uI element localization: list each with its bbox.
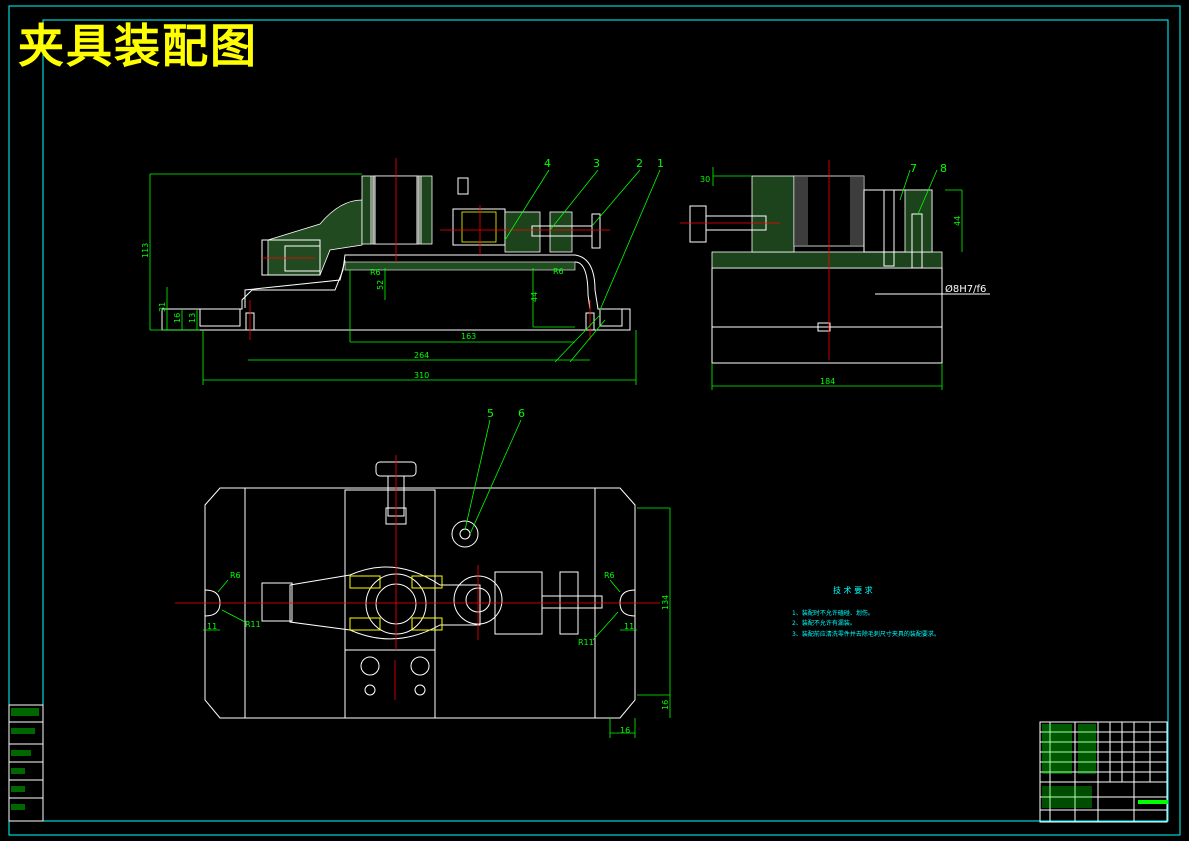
dim-r6-left: R6	[370, 268, 381, 277]
dim-top-16-vertical: 16	[661, 700, 670, 710]
dim-side-44: 44	[953, 216, 962, 226]
part-label-4: 4	[544, 157, 551, 170]
dim-52: 52	[376, 280, 385, 290]
part-label-5: 5	[487, 407, 494, 420]
tech-note-2: 2、装配不允许有漏装。	[792, 619, 856, 627]
dim-134: 134	[661, 595, 670, 610]
drawing-title: 夹具装配图	[18, 19, 258, 73]
tech-note-1: 1、装配时不允许磕碰、划伤。	[792, 609, 874, 617]
dim-top-16-horizontal: 16	[620, 726, 630, 735]
part-label-7: 7	[910, 162, 917, 175]
part-label-2: 2	[636, 157, 643, 170]
inner-frame	[42, 19, 1169, 822]
dim-113: 113	[141, 243, 150, 258]
top-view	[175, 419, 671, 738]
side-view	[680, 160, 990, 390]
tech-requirements-title: 技 术 要 求	[833, 585, 873, 595]
part-label-3: 3	[593, 157, 600, 170]
dim-top-r6-left: R6	[230, 571, 241, 580]
dim-163: 163	[461, 332, 476, 341]
dim-top-11-left: 11	[207, 622, 217, 631]
dim-310: 310	[414, 371, 429, 380]
dim-top-r11-right: R11	[578, 638, 594, 647]
fit-note: Ø8H7/f6	[945, 283, 986, 295]
dim-184: 184	[820, 377, 835, 386]
dim-top-r11-left: R11	[245, 620, 261, 629]
part-label-1: 1	[657, 157, 664, 170]
dim-16: 16	[173, 313, 182, 323]
dim-top-11-right: 11	[624, 622, 634, 631]
dim-44: 44	[530, 292, 539, 302]
dim-30: 30	[700, 175, 710, 184]
front-view	[149, 158, 661, 385]
tech-note-3: 3、装配前应清洗零件并去除毛刺尺寸夹具的装配要求。	[792, 630, 940, 638]
part-label-6: 6	[518, 407, 525, 420]
title-block	[1039, 721, 1168, 823]
left-stamp-column	[8, 704, 44, 822]
outer-frame	[8, 5, 1181, 836]
dim-264: 264	[414, 351, 429, 360]
dim-31: 31	[158, 302, 167, 312]
dim-top-r6-right: R6	[604, 571, 615, 580]
dim-13: 13	[188, 313, 197, 323]
dim-r6-right: R6	[553, 267, 564, 276]
part-label-8: 8	[940, 162, 947, 175]
